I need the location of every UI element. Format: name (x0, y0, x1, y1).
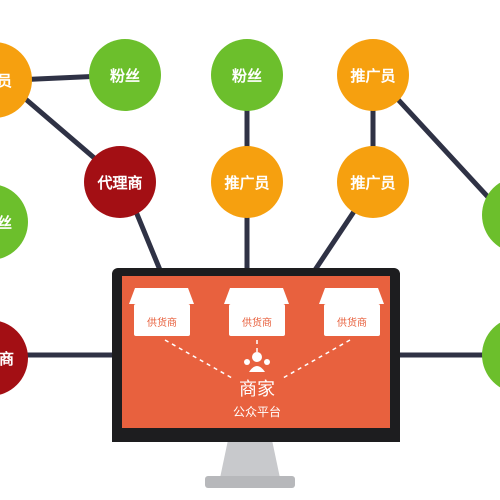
supplier-shop-1: 供货商 (129, 288, 194, 336)
edge-node-left-top-label: 员 (0, 72, 12, 90)
edge-node-right-mid (482, 182, 500, 248)
supplier-shop-2-label: 供货商 (242, 316, 272, 329)
monitor: 供货商 供货商 供货商 商家 公众平台 (112, 268, 400, 488)
shop-awning-icon (224, 288, 289, 304)
promoter-node-top-right (337, 39, 409, 111)
shop-body-icon (324, 304, 380, 336)
supplier-shop-3-label: 供货商 (337, 316, 367, 329)
agent-node-mid-left-label: 代理商 (96, 174, 142, 192)
supplier-shop-1-label: 供货商 (147, 316, 177, 329)
edge-node-left-mid-label: 丝 (0, 214, 12, 232)
edge-node-left-bottom (0, 321, 28, 395)
fan-node-top-center (211, 39, 283, 111)
promoter-node-mid-right (337, 146, 409, 218)
agent-node-mid-left (84, 146, 156, 218)
monitor-stand (220, 440, 280, 478)
fan-node-top-center-label: 粉丝 (232, 67, 262, 85)
promoter-node-top-right-label: 推广员 (350, 67, 395, 85)
monitor-chin (112, 428, 400, 442)
fan-node-top-left (89, 39, 161, 111)
promoter-node-mid-center (211, 146, 283, 218)
edge-node-left-bottom-label: 商 (0, 350, 14, 368)
dashed-link-right (282, 339, 351, 379)
promoter-node-mid-center-label: 推广员 (224, 174, 269, 192)
supplier-shop-3: 供货商 (319, 288, 384, 336)
merchant-people-icon (244, 352, 270, 372)
line-promoter-right-to-edge (377, 77, 500, 213)
shop-awning-icon (319, 288, 384, 304)
fan-node-top-left-label: 粉丝 (110, 67, 140, 85)
shop-body-icon (134, 304, 190, 336)
edge-node-left-mid (0, 185, 28, 259)
shop-body-icon (229, 304, 285, 336)
supplier-shop-2: 供货商 (224, 288, 289, 336)
shop-awning-icon (129, 288, 194, 304)
brand-main-label: 商家 (239, 379, 275, 400)
edge-node-left-top (0, 42, 32, 118)
monitor-base (205, 476, 295, 488)
supplier-dashed-links (164, 339, 351, 379)
edge-node-right-bottom (482, 322, 500, 388)
brand-sub-label: 公众平台 (233, 404, 281, 419)
promoter-node-mid-right-label: 推广员 (350, 174, 395, 192)
dashed-link-left (164, 339, 233, 379)
